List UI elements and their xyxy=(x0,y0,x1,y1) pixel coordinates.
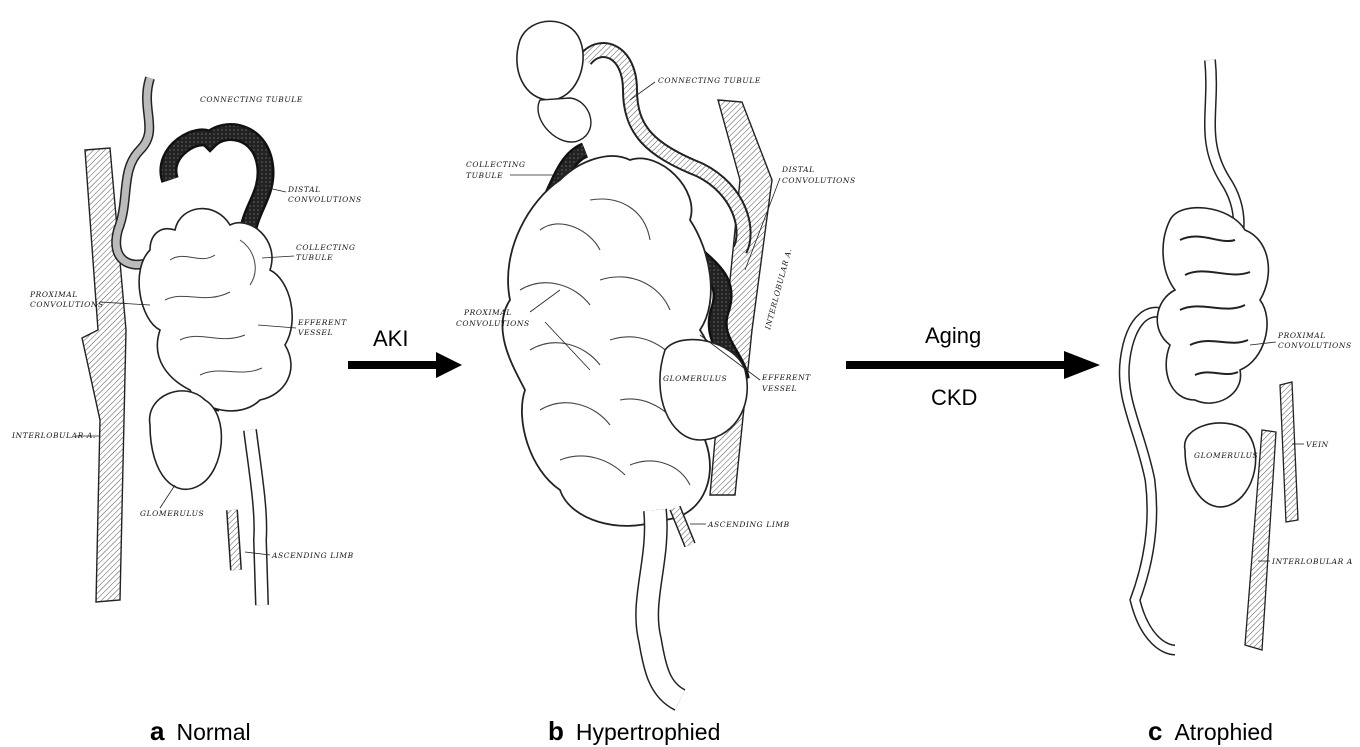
label-connecting-tubule-b: CONNECTING TUBULE xyxy=(658,76,761,85)
caption-panel-b: b Hypertrophied xyxy=(548,716,720,747)
arrow-aki-label: AKI xyxy=(373,326,408,352)
label-proximal-c-2: CONVOLUTIONS xyxy=(1278,341,1352,350)
label-proximal-b-2: CONVOLUTIONS xyxy=(456,319,530,328)
label-distal-b-2: CONVOLUTIONS xyxy=(782,176,856,185)
label-distal-a-2: CONVOLUTIONS xyxy=(288,195,362,204)
label-collecting-a-2: TUBULE xyxy=(296,253,333,262)
label-proximal-c-1: PROXIMAL xyxy=(1277,331,1326,340)
caption-title-a: Normal xyxy=(176,719,250,745)
glomerulus-a-shape xyxy=(150,391,222,489)
arrow-ckd-label: CKD xyxy=(931,385,977,411)
label-ascending-a: ASCENDING LIMB xyxy=(271,551,354,560)
label-glomerulus-c: GLOMERULUS xyxy=(1194,451,1258,460)
label-interlobular-b: INTERLOBULAR A. xyxy=(763,247,794,331)
label-proximal-a-1: PROXIMAL xyxy=(29,290,78,299)
caption-panel-a: a Normal xyxy=(150,716,251,747)
label-ascending-b: ASCENDING LIMB xyxy=(707,520,790,529)
label-collecting-b-2: TUBULE xyxy=(466,171,503,180)
caption-title-b: Hypertrophied xyxy=(576,719,720,745)
caption-letter-c: c xyxy=(1148,716,1162,746)
label-proximal-b-1: PROXIMAL xyxy=(463,308,512,317)
caption-letter-b: b xyxy=(548,716,564,746)
caption-title-c: Atrophied xyxy=(1174,719,1272,745)
label-vein-c: VEIN xyxy=(1306,440,1329,449)
caption-panel-c: c Atrophied xyxy=(1148,716,1273,747)
caption-letter-a: a xyxy=(150,716,164,746)
label-distal-a-1: DISTAL xyxy=(287,185,321,194)
label-interlobular-a: INTERLOBULAR A. xyxy=(11,431,96,440)
arrow-aki xyxy=(348,352,462,378)
label-connecting-tubule-a: CONNECTING TUBULE xyxy=(200,95,303,104)
label-distal-b-1: DISTAL xyxy=(781,165,815,174)
label-glomerulus-a: GLOMERULUS xyxy=(140,509,204,518)
label-efferent-b-2: VESSEL xyxy=(762,384,797,393)
arrow-aging-ckd xyxy=(846,351,1100,379)
label-proximal-a-2: CONVOLUTIONS xyxy=(30,300,104,309)
arrow-aging-label: Aging xyxy=(925,323,981,349)
label-collecting-a-1: COLLECTING xyxy=(296,243,356,252)
label-efferent-b-1: EFFERENT xyxy=(761,373,811,382)
label-interlobular-c: INTERLOBULAR A xyxy=(1271,557,1353,566)
label-efferent-a-1: EFFERENT xyxy=(297,318,347,327)
panel-b-drawing xyxy=(502,21,772,700)
label-collecting-b-1: COLLECTING xyxy=(466,160,526,169)
label-glomerulus-b: GLOMERULUS xyxy=(663,374,727,383)
panel-a-drawing xyxy=(82,78,292,605)
label-efferent-a-2: VESSEL xyxy=(298,328,333,337)
